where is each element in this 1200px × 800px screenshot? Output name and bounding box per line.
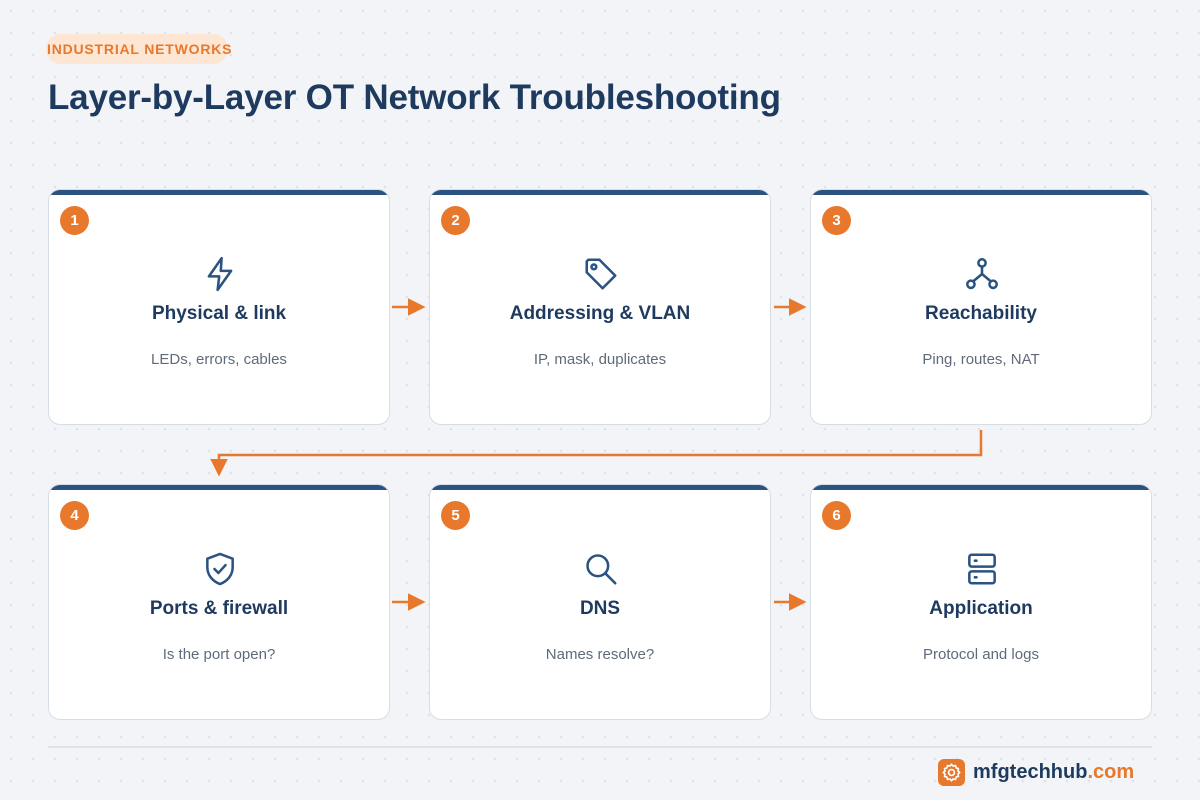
server-icon (963, 550, 1001, 588)
step-title: Ports & firewall (149, 598, 289, 619)
tag-icon (582, 255, 620, 293)
page-title: Layer-by-Layer OT Network Troubleshootin… (48, 78, 781, 117)
network-nodes-icon (963, 255, 1001, 293)
brand-wordmark[interactable]: mfgtechhub.com (973, 761, 1134, 784)
step-number-badge: 4 (60, 501, 89, 530)
step-subtitle: IP, mask, duplicates (533, 351, 667, 368)
eyebrow-pill (46, 34, 228, 64)
step-number-badge: 6 (822, 501, 851, 530)
search-icon (582, 550, 620, 588)
step-subtitle: Protocol and logs (923, 646, 1039, 663)
step-title: Addressing & VLAN (509, 303, 691, 324)
step-card-3: 3 Reachability Ping, routes, NAT (810, 189, 1152, 425)
step-number-badge: 5 (441, 501, 470, 530)
card-top-bar (49, 485, 389, 490)
card-top-bar (811, 190, 1151, 195)
step-title: DNS (579, 598, 621, 619)
step-number-badge: 2 (441, 206, 470, 235)
step-title: Physical & link (151, 303, 287, 324)
eyebrow-label: INDUSTRIAL NETWORKS (47, 41, 233, 57)
shield-check-icon (201, 550, 239, 588)
step-card-1: 1 Physical & link LEDs, errors, cables (48, 189, 390, 425)
step-subtitle: Names resolve? (545, 646, 655, 663)
lightning-icon (201, 255, 239, 293)
step-card-5: 5 DNS Names resolve? (429, 484, 771, 720)
brand-tld: .com (1087, 761, 1135, 783)
step-card-2: 2 Addressing & VLAN IP, mask, duplicates (429, 189, 771, 425)
gear-icon (938, 759, 965, 786)
card-top-bar (49, 190, 389, 195)
step-number-badge: 1 (60, 206, 89, 235)
arrow-3-to-4 (210, 430, 983, 477)
step-number-badge: 3 (822, 206, 851, 235)
step-card-4: 4 Ports & firewall Is the port open? (48, 484, 390, 720)
card-top-bar (811, 485, 1151, 490)
step-title: Reachability (925, 303, 1037, 324)
step-title: Application (929, 598, 1033, 619)
step-subtitle: Is the port open? (162, 646, 276, 663)
card-top-bar (430, 485, 770, 490)
card-top-bar (430, 190, 770, 195)
brand-name: mfgtechhub (973, 761, 1088, 783)
step-subtitle: Ping, routes, NAT (922, 351, 1040, 368)
footer-divider (48, 746, 1152, 748)
step-subtitle: LEDs, errors, cables (151, 351, 287, 368)
step-card-6: 6 Application Protocol and logs (810, 484, 1152, 720)
